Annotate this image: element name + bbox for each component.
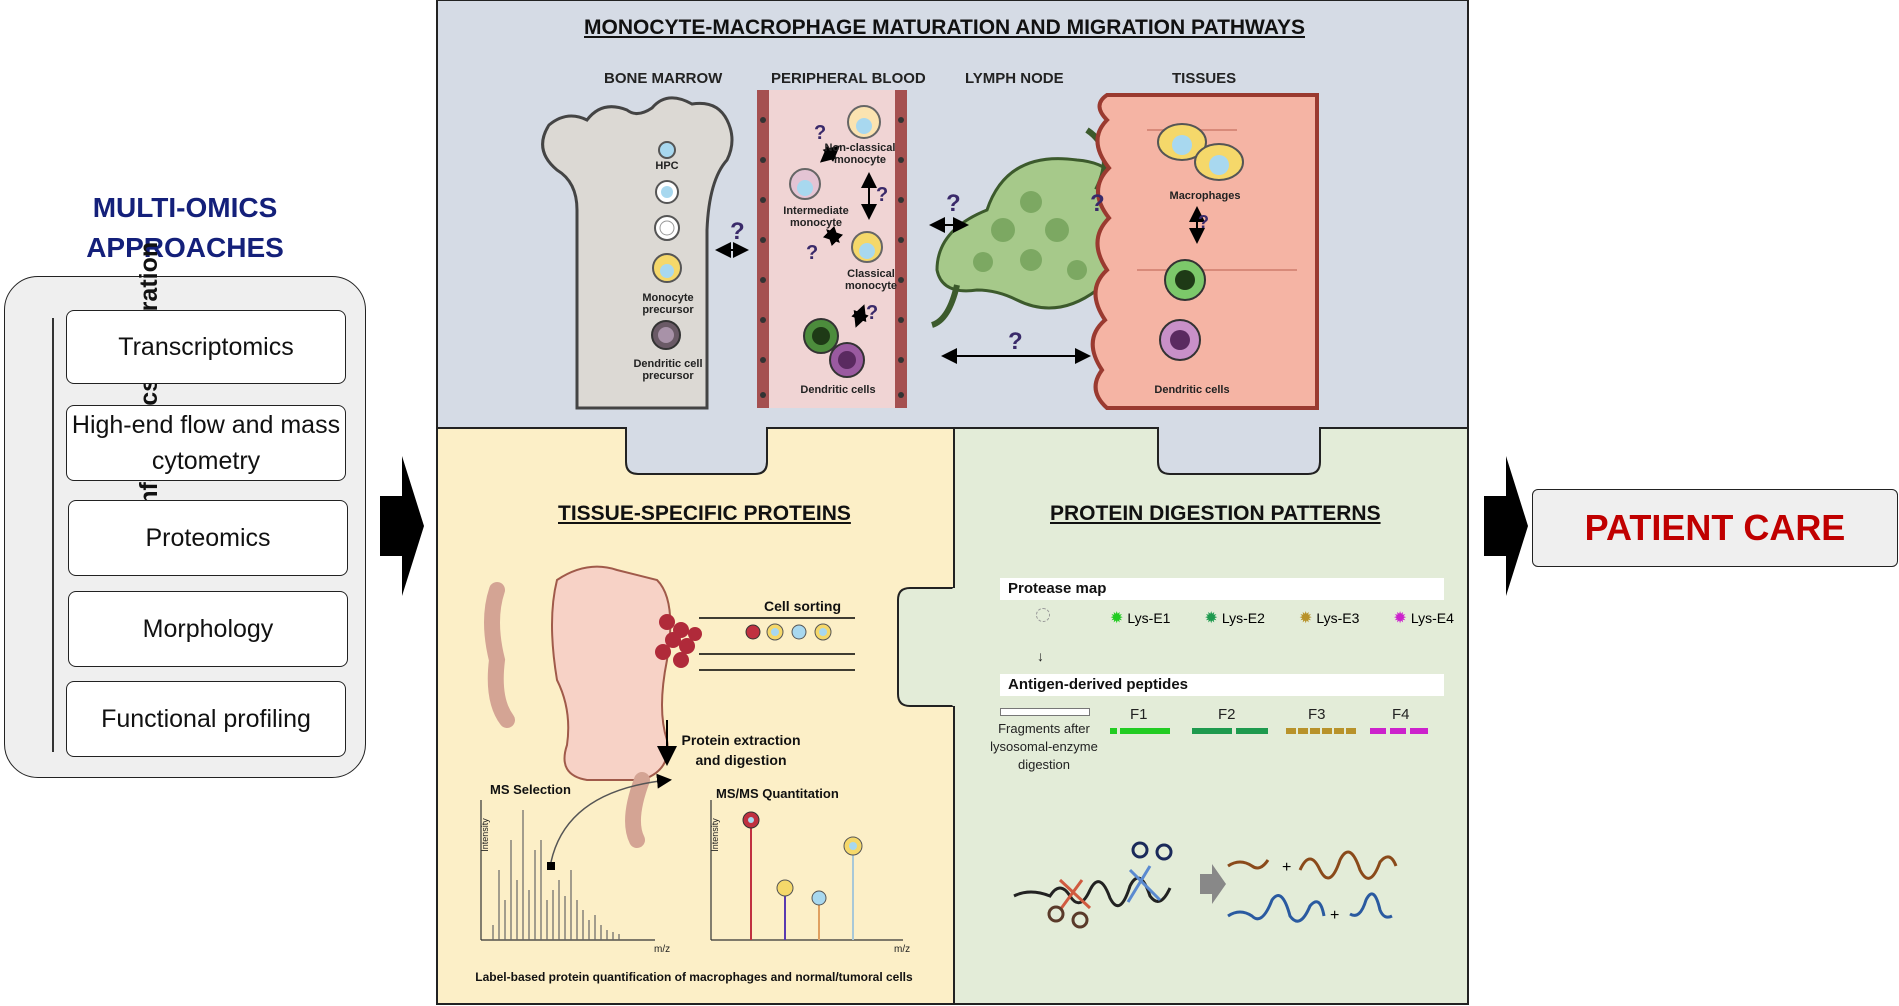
arrow-right-icon <box>1484 456 1528 596</box>
omic-morphology: Morphology <box>68 591 348 667</box>
col-tissues: TISSUES <box>1172 70 1237 87</box>
enzyme-e4: ✹Lys-E4 <box>1393 610 1454 627</box>
label-msms: MS/MS Quantitation <box>716 786 839 801</box>
label-dendritic-tissue: Dendritic cells <box>1154 384 1230 396</box>
fragment-bars <box>1110 728 1428 734</box>
label-dc-precursor: Dendritic cell precursor <box>633 358 703 382</box>
ms-illustration <box>480 565 903 941</box>
down-arrow-icon: ↓ <box>1037 648 1044 664</box>
protease-map-bar: Protease map <box>1000 578 1444 600</box>
label-classical: Classical monocyte <box>845 268 897 292</box>
arrow-right-icon <box>380 456 424 596</box>
tissue-caption: Label-based protein quantification of ma… <box>475 970 913 984</box>
label-fragments: Fragments after lysosomal-enzyme digesti… <box>990 721 1098 772</box>
question-mark: ? <box>1090 190 1105 217</box>
top-panel-title: MONOCYTE-MACROPHAGE MATURATION AND MIGRA… <box>584 16 1305 39</box>
question-mark: ? <box>1198 212 1209 232</box>
antigen-peptides-bar: Antigen-derived peptides <box>1000 674 1444 696</box>
enzyme-e3: ✹Lys-E3 <box>1298 610 1360 627</box>
omic-transcriptomics: Transcriptomics <box>66 310 346 384</box>
question-mark: ? <box>814 122 827 144</box>
svg-text:+: + <box>1330 907 1339 924</box>
label-macrophages: Macrophages <box>1169 190 1241 202</box>
omic-proteomics: Proteomics <box>68 500 348 576</box>
label-intensity: Intensity <box>709 818 720 852</box>
patient-care-box: PATIENT CARE <box>1532 489 1898 567</box>
digestion-panel-title: PROTEIN DIGESTION PATTERNS <box>1050 502 1381 525</box>
question-mark: ? <box>1008 328 1023 355</box>
digestion-illustration: + + <box>1013 841 1398 929</box>
divider-line <box>52 318 54 752</box>
question-mark: ? <box>730 218 745 245</box>
enzyme-e2: ✹Lys-E2 <box>1204 610 1265 627</box>
label-ms-selection: MS Selection <box>490 782 571 797</box>
question-mark: ? <box>806 242 819 264</box>
col-peripheral-blood: PERIPHERAL BLOOD <box>771 70 926 87</box>
label-monocyte-precursor: Monocyte precursor <box>642 292 694 316</box>
omic-cytometry: High-end flow and mass cytometry <box>66 405 346 481</box>
label-intensity: Intensity <box>479 818 490 852</box>
enzyme-legend: ✹Lys-E1 ✹Lys-E2 ✹Lys-E3 ✹Lys-E4 <box>1110 608 1454 628</box>
question-mark: ? <box>866 302 879 324</box>
fragment-f2-label: F2 <box>1218 706 1236 723</box>
tissue-panel-title: TISSUE-SPECIFIC PROTEINS <box>558 502 851 525</box>
label-extraction: Protein extraction and digestion <box>681 732 801 768</box>
label-mz: m/z <box>894 944 911 955</box>
fragment-f4-label: F4 <box>1392 706 1410 723</box>
label-dendritic-blood: Dendritic cells <box>800 384 876 396</box>
pathway-illustration <box>541 90 1319 410</box>
multi-omics-title: MULTI-OMICS APPROACHES <box>86 192 284 263</box>
fragment-f1-label: F1 <box>1130 706 1148 723</box>
label-nonclassical: Non-classical monocyte <box>824 142 896 166</box>
col-bone-marrow: BONE MARROW <box>604 70 723 87</box>
label-hpc: HPC <box>655 160 679 172</box>
label-intermediate: Intermediate monocyte <box>783 205 849 229</box>
fragment-f3-label: F3 <box>1308 706 1326 723</box>
fragment-bar-blank <box>1000 708 1090 716</box>
svg-text:+: + <box>1282 859 1291 876</box>
col-lymph-node: LYMPH NODE <box>965 70 1064 87</box>
question-mark: ? <box>946 190 961 217</box>
enzyme-e1: ✹Lys-E1 <box>1110 610 1171 627</box>
protease-dot-icon <box>1036 608 1050 622</box>
question-mark: ? <box>876 184 889 206</box>
omic-functional: Functional profiling <box>66 681 346 757</box>
label-mz: m/z <box>654 944 671 955</box>
label-cell-sorting: Cell sorting <box>764 598 842 614</box>
